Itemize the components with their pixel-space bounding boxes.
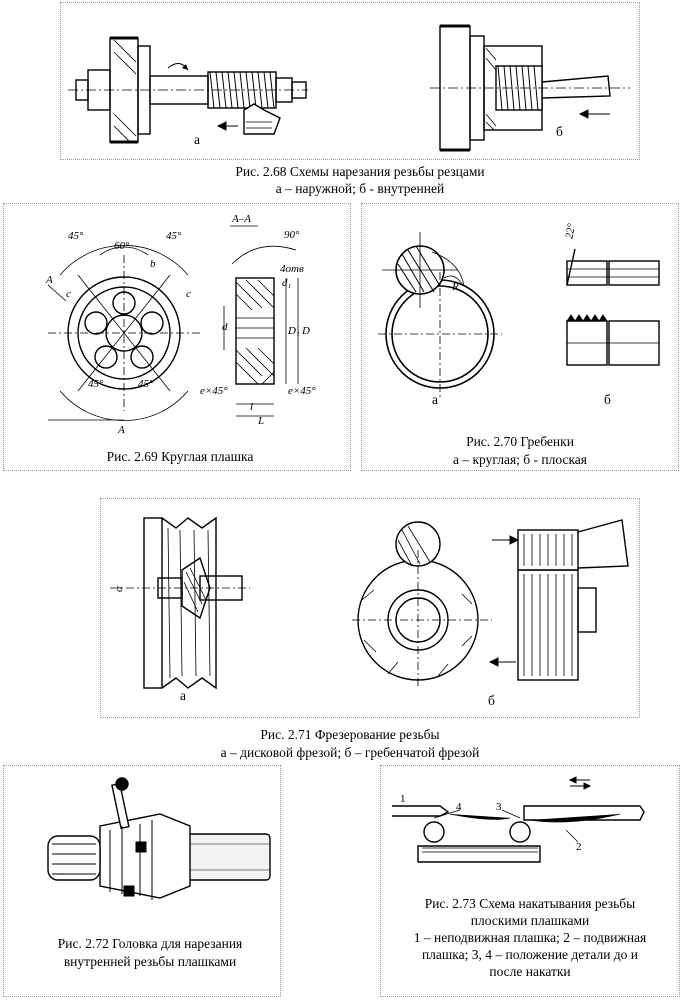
- fig-2-68b-internal-threading-drawing: [430, 24, 630, 152]
- fig-2-73-flat-die-rolling-drawing: 4 3 2 1: [392, 776, 645, 863]
- fig-2-72-caption-line1: Рис. 2.72 Головка для нарезания: [57, 936, 243, 951]
- fig-2-69-angle45-top-left: 45°: [68, 230, 84, 242]
- fig-2-73-number-4: 4: [456, 801, 462, 813]
- fig-2-69-dim-d1: d₁: [282, 277, 292, 289]
- fig-2-70-caption-line2: а – круглая; б - плоская: [453, 452, 587, 467]
- fig-2-69-holes-note: 4отв: [280, 263, 304, 275]
- fig-2-69-chamfer-right: e×45°: [288, 385, 316, 397]
- fig-2-70-label-a: а: [432, 392, 438, 407]
- fig-2-71-caption-line1: Рис. 2.71 Фрезерование резьбы: [260, 727, 440, 742]
- fig-2-68-label-b: б: [556, 124, 563, 139]
- fig-2-70b-flat-chaser-drawing: 22°: [563, 222, 660, 366]
- fig-2-73-caption-line3: 1 – неподвижная плашка; 2 – подвижная: [413, 930, 647, 945]
- fig-2-71-panel: [100, 498, 640, 718]
- fig-2-68-caption-line2: а – наружной; б - внутренней: [275, 181, 445, 196]
- fig-2-68-label-a: а: [194, 132, 200, 147]
- fig-2-69-dim-b: b: [150, 258, 156, 270]
- fig-2-70a-circular-chaser-drawing: R: [378, 232, 502, 398]
- fig-2-71a-disk-milling-drawing: α: [110, 516, 250, 690]
- fig-2-69-round-die-section-view: А–А 90° 4отв d₁ d D₁ D e×45° e×45° l L: [200, 213, 316, 427]
- fig-2-73-number-3: 3: [496, 801, 502, 813]
- fig-2-69-section-mark-top: А: [45, 274, 53, 286]
- fig-2-71-caption-line2: а – дисковой фрезой; б – гребенчатой фре…: [220, 745, 480, 760]
- fig-2-70-caption-line1: Рис. 2.70 Гребенки: [466, 434, 574, 449]
- fig-2-70-angle22: 22°: [563, 222, 578, 240]
- fig-2-69-dim-D1: D₁: [287, 325, 300, 337]
- fig-2-69-dim-L: L: [257, 415, 264, 427]
- fig-2-71b-comb-milling-drawing: [352, 519, 629, 688]
- fig-2-69-dim-D: D: [301, 325, 310, 337]
- fig-2-72-caption-line2: внутренней резьбы плашками: [63, 954, 237, 969]
- fig-2-69-dim-c-left: c: [66, 288, 71, 300]
- fig-2-69-angle45-bottom-left: 45°: [88, 378, 104, 390]
- fig-2-69-angle45-bottom-right: 45°: [138, 378, 154, 390]
- fig-2-69-round-die-front-view: 45° 45° 60° b c c А 45° 45° А: [45, 230, 202, 436]
- fig-2-69-panel: [3, 203, 351, 471]
- fig-2-72-panel: [3, 765, 281, 997]
- fig-2-69-chamfer-left: e×45°: [200, 385, 228, 397]
- fig-2-70-panel: [361, 203, 679, 471]
- fig-2-73-number-2: 2: [576, 841, 582, 853]
- fig-2-73-panel: [380, 765, 680, 997]
- fig-2-69-angle60: 60°: [114, 240, 130, 252]
- fig-2-70-label-b: б: [604, 392, 611, 407]
- fig-2-69-caption: Рис. 2.69 Круглая плашка: [106, 449, 254, 464]
- fig-2-71-label-a: а: [180, 688, 186, 703]
- fig-2-69-section-mark-bottom: А: [117, 424, 125, 436]
- fig-2-69-dim-c-right: c: [186, 288, 191, 300]
- fig-2-69-dim-d: d: [222, 321, 228, 333]
- fig-2-73-caption-line4: плашка; 3, 4 – положение детали до и: [421, 947, 639, 962]
- fig-2-68a-external-threading-drawing: [68, 36, 308, 144]
- fig-2-69-angle90: 90°: [284, 229, 300, 241]
- fig-2-68-caption-line1: Рис. 2.68 Схемы нарезания резьбы резцами: [235, 164, 485, 179]
- fig-2-73-caption-line2: плоскими плашками: [470, 913, 590, 928]
- fig-2-69-section-title: А–А: [231, 213, 251, 225]
- fig-2-73-caption-line5: после накатки: [489, 964, 571, 979]
- fig-2-72-die-head-drawing: [47, 777, 271, 900]
- fig-2-73-caption-line1: Рис. 2.73 Схема накатывания резьбы: [424, 896, 636, 911]
- fig-2-71-label-b: б: [488, 693, 495, 708]
- fig-2-69-dim-l: l: [250, 401, 253, 413]
- fig-2-71-alpha: α: [113, 586, 125, 592]
- fig-2-70-R: R: [451, 281, 459, 293]
- fig-2-69-angle45-top-right: 45°: [166, 230, 182, 242]
- fig-2-68-panel: [60, 2, 640, 160]
- fig-2-73-number-1: 1: [400, 793, 406, 805]
